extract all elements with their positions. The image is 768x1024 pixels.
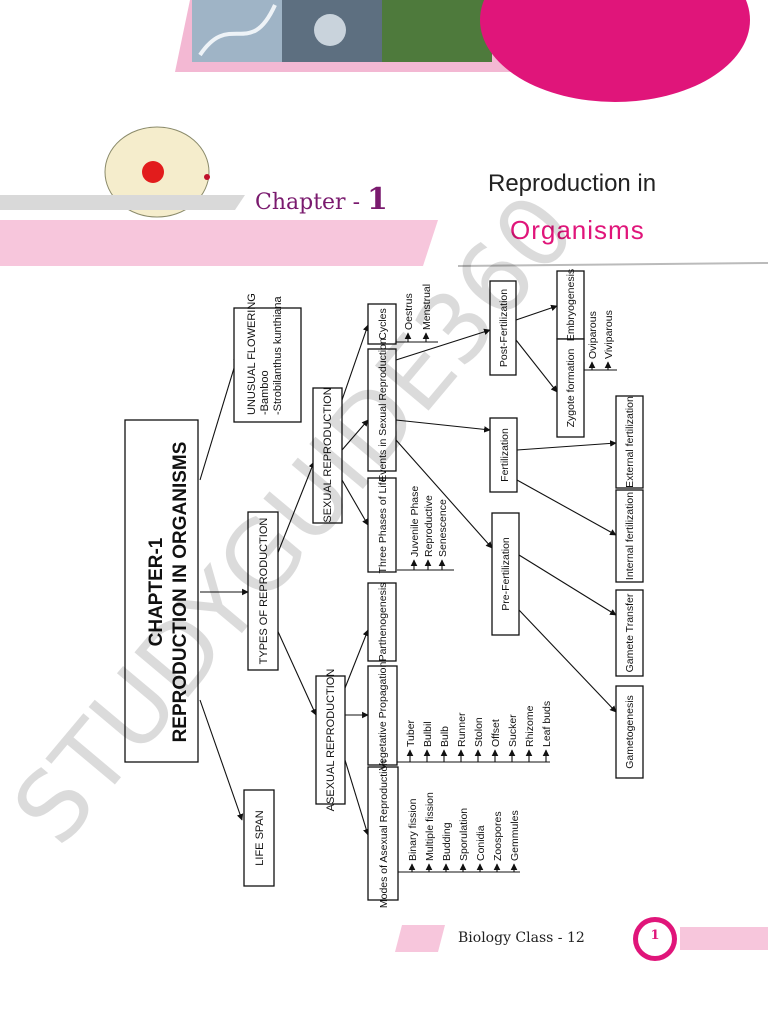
zygote-text: Zygote formation: [565, 348, 577, 427]
phase-item: Juvenile Phase: [409, 486, 421, 557]
grey-band: [0, 195, 245, 210]
parthenogenesis-box: [367, 582, 397, 662]
mode-item: Sporulation: [458, 808, 470, 861]
vegetative-item: Bulbil: [422, 721, 434, 747]
embryogenesis-box: [556, 270, 585, 340]
fertilization-box: [489, 417, 518, 493]
three-phases-box: [367, 477, 397, 573]
footer-decoration: [395, 917, 768, 961]
gamete-transfer-text: Gamete Transfer: [624, 593, 636, 672]
events-box: [367, 348, 397, 472]
dna-photo: [192, 0, 282, 62]
embryogenesis-text: Embryogenesis: [565, 269, 577, 341]
cell-nucleus-icon: [142, 161, 164, 183]
chapter-label: Chapter - 1: [255, 182, 388, 217]
page-number-inner: [638, 922, 672, 956]
vegetative-text: Vegetative Propagation: [377, 662, 389, 771]
gametogenesis-text: Gametogenesis: [624, 695, 636, 769]
post-fertilization-text: Post-Fertilization: [498, 289, 510, 367]
internal-fertilization-box: [615, 489, 644, 583]
dna-helix-icon: [198, 4, 277, 57]
asexual-text: ASEXUAL REPRODUCTION: [325, 669, 337, 812]
pink-band: [0, 220, 438, 266]
life-span-box: [243, 789, 275, 887]
vegetative-item: Tuber: [405, 719, 417, 747]
fertilization-text: Fertilization: [499, 428, 511, 482]
mode-item: Zoospores: [492, 811, 504, 861]
types-box: [247, 511, 279, 671]
header-decoration: [0, 0, 768, 267]
cycle-item: Oestrus: [403, 293, 415, 330]
page-title-line2: Organisms: [510, 215, 645, 245]
unusual-flowering-text: UNUSUAL FLOWERING-Bamboo-Strobilanthus k…: [246, 293, 284, 415]
connectors: [199, 304, 617, 873]
footer-text: Biology Class - 12: [458, 930, 585, 946]
cycles-text: Cycles: [377, 308, 389, 340]
small-cell-icon: [204, 174, 210, 180]
cycle-item: Menstrual: [421, 284, 433, 330]
vegetative-item: Offset: [490, 719, 502, 747]
internal-fertilization-text: Internal fertilization: [624, 492, 636, 580]
footer-band-right: [680, 927, 768, 950]
unusual-flowering-label: UNUSUAL FLOWERING-Bamboo-Strobilanthus k…: [246, 293, 284, 415]
gamete-transfer-box: [615, 589, 644, 677]
zygote-item: Oviparous: [587, 311, 599, 359]
vegetative-items: Tuber Bulbil Bulb Runner Stolon Offset Sucker R…: [405, 701, 553, 762]
external-fertilization-box: [615, 395, 644, 489]
root-box: [124, 419, 199, 763]
zygote-box: [556, 338, 585, 438]
mode-item: Conidia: [475, 825, 487, 861]
footer-band-left: [395, 925, 445, 952]
cycles-items: Oestrus Menstrual: [403, 284, 433, 342]
page-number: 1: [650, 928, 660, 943]
gametogenesis-box: [615, 685, 644, 779]
asexual-box: [315, 675, 346, 805]
parthenogenesis-text: Parthenogenesis: [377, 583, 389, 662]
phase-item: Senescence: [437, 499, 449, 557]
microscope-icon: [314, 14, 346, 46]
modes-text: Modes of Asexual Reproduction: [378, 760, 390, 908]
phase-item: Reproductive: [423, 495, 435, 557]
vegetative-item: Runner: [456, 712, 468, 747]
mode-item: Gemmules: [509, 810, 521, 861]
vegetative-item: Rhizome: [524, 705, 536, 747]
external-fertilization-text: External fertilization: [624, 396, 636, 488]
mode-item: Budding: [441, 822, 453, 861]
vegetative-item: Bulb: [439, 726, 451, 747]
chapter-label-text: Chapter -: [255, 190, 361, 215]
events-text: Events in Sexual Reproduction: [377, 338, 389, 482]
title-underline: [457, 262, 768, 267]
modes-box: [367, 766, 399, 901]
vegetative-item: Stolon: [473, 717, 485, 747]
types-text: TYPES OF REPRODUCTION: [258, 518, 270, 665]
plant-photo: [382, 0, 492, 62]
vegetative-item: Sucker: [507, 714, 519, 747]
pre-fertilization-box: [491, 512, 520, 636]
unusual-flowering-box: [233, 307, 302, 423]
vegetative-item: Leaf buds: [541, 701, 553, 747]
vegetative-box: [367, 665, 398, 766]
cycles-box: [367, 303, 397, 345]
modes-items: Binary fission Multiple fission Budding Spo…: [407, 792, 521, 872]
mode-item: Binary fission: [407, 798, 419, 861]
zygote-items: Oviparous Viviparous: [587, 310, 615, 370]
mode-item: Multiple fission: [424, 792, 436, 861]
sexual-text: SEXUAL REPRODUCTION: [322, 387, 334, 522]
post-fertilization-box: [489, 280, 517, 376]
life-span-text: LIFE SPAN: [254, 810, 266, 865]
header-pink-circle: [480, 0, 750, 102]
sexual-box: [312, 387, 343, 524]
chapter-number: 1: [367, 182, 388, 217]
zygote-item: Viviparous: [603, 310, 615, 359]
pre-fertilization-text: Pre-Fertilization: [500, 537, 512, 611]
three-phases-text: Three Phases of Life: [377, 476, 389, 573]
page-title-line1: Reproduction in: [488, 170, 657, 197]
